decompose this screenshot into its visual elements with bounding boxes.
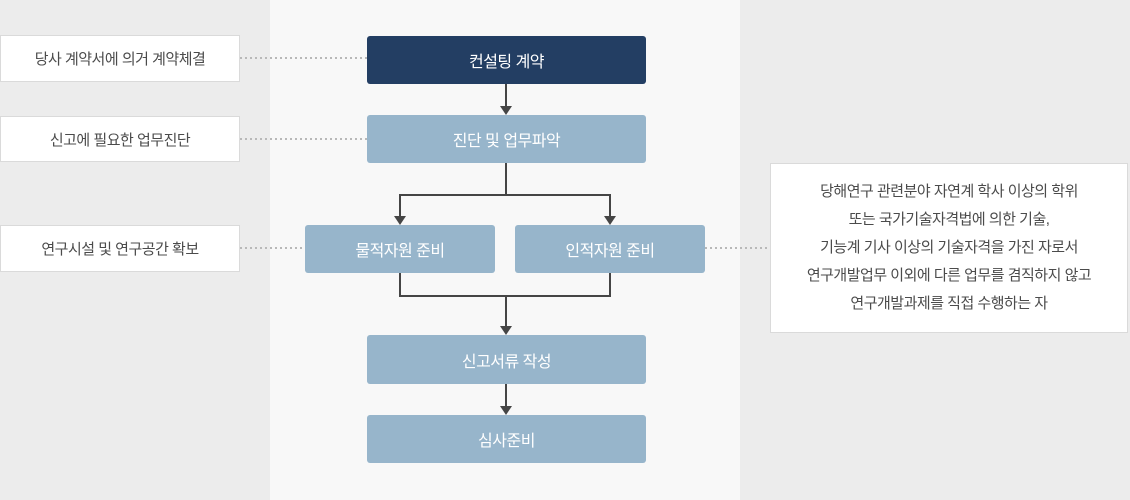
flow-node-label: 심사준비 xyxy=(478,433,535,450)
annotation-text: 신고에 필요한 업무진단 xyxy=(49,131,191,149)
annotation-facility-space: 연구시설 및 연구공간 확보 xyxy=(0,225,240,272)
annotation-text: 당사 계약서에 의거 계약체결 xyxy=(34,51,206,68)
flow-node-human-resources: 인적자원 준비 xyxy=(515,225,705,273)
dotted-connector-contract xyxy=(240,57,367,59)
branch-line xyxy=(399,194,611,196)
arrow-line xyxy=(609,194,611,217)
flow-node-consulting-contract: 컨설팅 계약 xyxy=(367,36,646,84)
dotted-connector-material xyxy=(240,247,305,249)
arrow-head-icon xyxy=(500,406,512,415)
arrow-head-icon xyxy=(500,106,512,115)
arrow-line xyxy=(609,273,611,297)
arrow-line xyxy=(399,194,401,217)
annotation-contract-basis: 당사 계약서에 의거 계약체결 xyxy=(0,35,240,82)
dotted-connector-diagnosis xyxy=(240,138,367,140)
dotted-connector-human xyxy=(705,247,770,249)
flow-node-material-resources: 물적자원 준비 xyxy=(305,225,495,273)
arrow-line xyxy=(505,163,507,196)
annotation-diagnosis-need: 신고에 필요한 업무진단 xyxy=(0,116,240,162)
annotation-researcher-qualification: 당해연구 관련분야 자연계 학사 이상의 학위 또는 국가기술자격법에 의한 기… xyxy=(770,163,1128,333)
arrow-line xyxy=(505,295,507,326)
annotation-line: 기능계 기사 이상의 기술자격을 가진 자로서 xyxy=(820,239,1078,256)
flow-node-report-documents: 신고서류 작성 xyxy=(367,335,646,384)
annotation-line: 연구개발과제를 직접 수행하는 자 xyxy=(850,295,1048,312)
flow-node-label: 물적자원 준비 xyxy=(355,243,445,260)
arrow-line xyxy=(399,273,401,297)
annotation-line: 또는 국가기술자격법에 의한 기술, xyxy=(848,211,1050,228)
flow-node-label: 진단 및 업무파악 xyxy=(452,133,561,150)
arrow-head-icon xyxy=(394,216,406,225)
arrow-head-icon xyxy=(604,216,616,225)
flow-node-label: 인적자원 준비 xyxy=(565,243,655,260)
annotation-text: 연구시설 및 연구공간 확보 xyxy=(41,241,199,258)
flow-node-review-preparation: 심사준비 xyxy=(367,415,646,463)
flow-node-label: 신고서류 작성 xyxy=(461,353,552,371)
annotation-line: 당해연구 관련분야 자연계 학사 이상의 학위 xyxy=(820,183,1078,200)
annotation-line: 연구개발업무 이외에 다른 업무를 겸직하지 않고 xyxy=(806,267,1092,284)
arrow-line xyxy=(505,384,507,407)
arrow-head-icon xyxy=(500,326,512,335)
flow-node-diagnosis: 진단 및 업무파악 xyxy=(367,115,646,163)
flow-node-label: 컨설팅 계약 xyxy=(468,54,545,71)
arrow-line xyxy=(505,84,507,107)
